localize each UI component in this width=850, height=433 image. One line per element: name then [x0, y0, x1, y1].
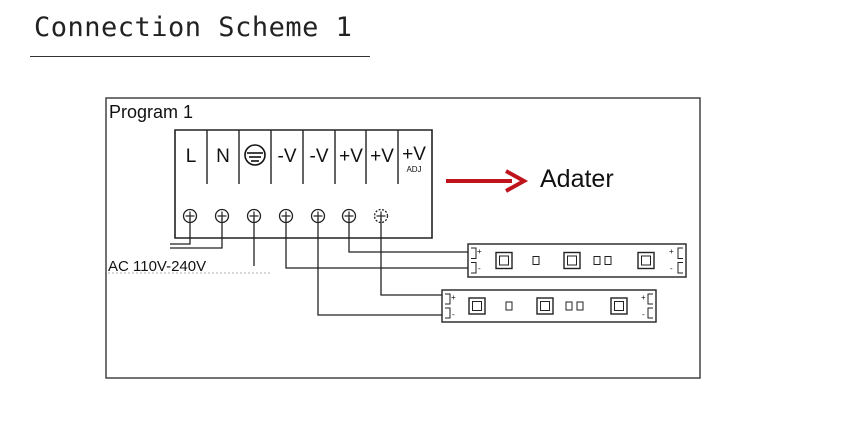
solder-pad-left [445, 293, 451, 305]
strip-2-minus-left: - [452, 310, 455, 319]
solder-pad-left [471, 247, 477, 259]
strip-2-minus-right: - [642, 310, 645, 319]
led-strip-1: + - + - [467, 243, 687, 278]
strip-2-plus-right: + [641, 293, 646, 302]
wire-neg-strip-2 [317, 218, 442, 316]
screw-icon [310, 208, 326, 224]
resistor-icon [576, 301, 584, 311]
adapter-label: Adater [540, 165, 614, 193]
ac-wire-n [170, 218, 223, 249]
led-chip-inner [499, 255, 509, 266]
led-chip-inner [641, 255, 651, 266]
led-chip-inner [567, 255, 577, 266]
arrow-icon [446, 169, 529, 193]
led-chip-inner [540, 301, 550, 311]
led-chip-inner [472, 301, 482, 311]
program-label: Program 1 [109, 102, 193, 122]
resistor-icon [505, 301, 513, 311]
solder-pad-right [677, 247, 683, 259]
terminal-label-pos-2: +V [370, 146, 394, 167]
terminal-label-neg-1: -V [278, 146, 297, 167]
ground-icon [244, 144, 266, 166]
terminal-label-l: L [186, 146, 197, 167]
program-panel [105, 97, 701, 379]
solder-pad-right [647, 293, 653, 305]
title-underline [30, 56, 370, 57]
power-supply-body [174, 129, 433, 239]
resistor-icon [593, 256, 601, 265]
strip-1-plus-right: + [669, 247, 674, 256]
led-chip-inner [614, 301, 624, 311]
page-title: Connection Scheme 1 [34, 12, 353, 43]
strip-1-minus-right: - [670, 264, 673, 273]
resistor-icon [604, 256, 612, 265]
terminal-label-pos-1: +V [339, 146, 363, 167]
terminal-sub-adj: ADJ [406, 165, 421, 174]
screw-icon [373, 208, 389, 224]
terminal-label-neg-2: -V [310, 146, 329, 167]
solder-pad-right [677, 262, 683, 274]
terminal-label-n: N [216, 146, 230, 167]
strip-2-plus-left: + [451, 293, 456, 302]
solder-pad-right [647, 307, 653, 319]
resistor-icon [565, 301, 573, 311]
wire-pos-strip-1 [348, 218, 468, 253]
wire-neg-strip-1 [285, 218, 468, 269]
screw-icon [182, 208, 198, 224]
led-strip-2: + - + - [441, 289, 657, 323]
terminal-label-pos-adj: +V [402, 144, 426, 165]
terminal-screws [182, 208, 389, 224]
strip-1-plus-left: + [477, 247, 482, 256]
strip-1-minus-left: - [478, 264, 481, 273]
resistor-icon [532, 256, 540, 265]
ac-input-label: AC 110V-240V [108, 258, 206, 275]
terminal-dividers [206, 130, 399, 184]
wire-pos-strip-2 [380, 218, 442, 296]
ac-wire-l [170, 218, 191, 245]
terminal-labels: L N -V -V +V +V +V ADJ [186, 144, 426, 174]
solder-pad-left [471, 262, 477, 274]
solder-pad-left [445, 307, 451, 319]
